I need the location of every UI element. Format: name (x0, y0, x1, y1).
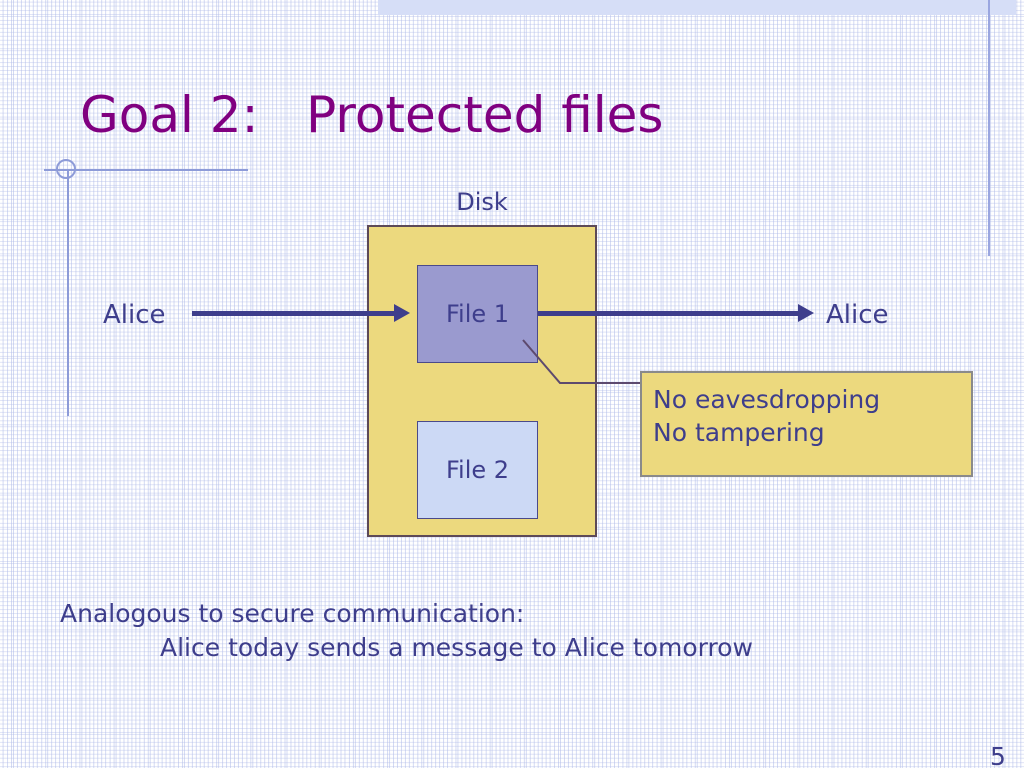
footer-line-1: Analogous to secure communication: (60, 599, 525, 628)
page-number: 5 (990, 742, 1006, 768)
write-arrow-head-icon (394, 304, 410, 322)
title-underline-decoration (44, 169, 248, 171)
file1-shape: File 1 (417, 265, 538, 363)
callout-line-1: No eavesdropping (653, 385, 881, 414)
file1-label: File 1 (445, 300, 510, 328)
file2-shape: File 2 (417, 421, 538, 519)
footer-note: Analogous to secure communication: Alice… (60, 597, 753, 665)
actor-label-alice-left: Alice (103, 300, 166, 330)
actor-label-alice-right: Alice (826, 300, 889, 330)
title-circle-decoration-icon (56, 159, 76, 179)
page-title: Goal 2: Protected files (80, 86, 664, 144)
callout-leader-line (522, 339, 640, 384)
read-arrow-head-icon (798, 304, 814, 322)
footer-line-2: Alice today sends a message to Alice tom… (160, 633, 753, 662)
title-vertical-decoration (67, 169, 69, 416)
right-vertical-rule (988, 0, 990, 256)
disk-label: Disk (456, 188, 508, 216)
callout-line-2: No tampering (653, 418, 825, 448)
file2-label: File 2 (445, 456, 510, 484)
callout-box: No eavesdropping No tampering (640, 371, 973, 477)
write-arrow-line (192, 311, 397, 316)
read-arrow-line (538, 311, 801, 316)
top-decorative-band (378, 0, 1016, 15)
